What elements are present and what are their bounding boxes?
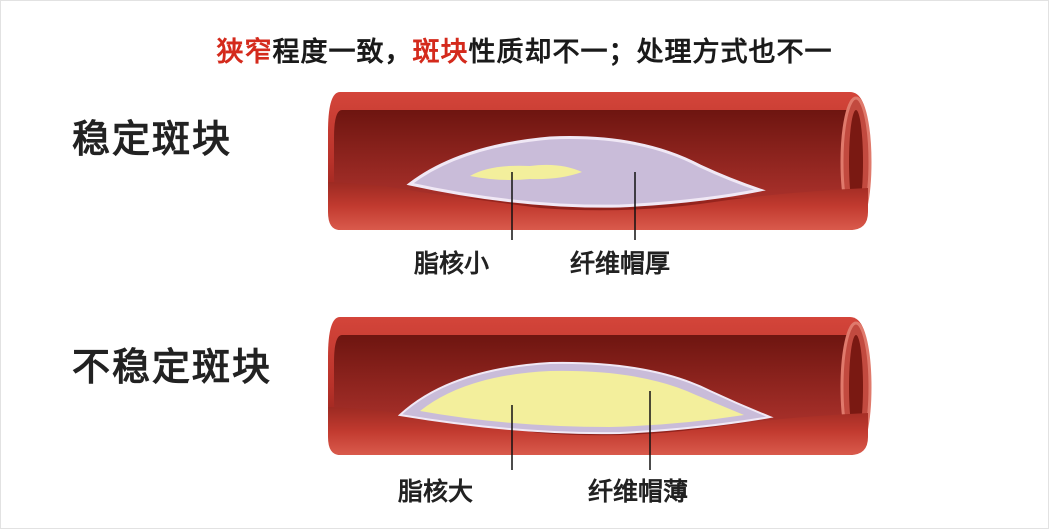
title-highlight-plaque: 斑块 [413, 37, 469, 68]
stable-plaque-label: 稳定斑块 [72, 108, 232, 163]
stable-cap-label: 纤维帽厚 [570, 244, 670, 280]
unstable-cap-label: 纤维帽薄 [588, 472, 688, 508]
diagram-title: 狭窄程度一致，斑块性质却不一；处理方式也不一 [0, 30, 1049, 69]
stable-core-label: 脂核小 [414, 244, 489, 280]
stable-vessel-illustration [320, 80, 880, 255]
title-highlight-narrowing: 狭窄 [217, 37, 273, 68]
title-text-1: 程度一致， [273, 37, 413, 68]
unstable-plaque-label: 不稳定斑块 [72, 336, 272, 391]
unstable-vessel-illustration [320, 305, 880, 480]
title-text-2: 性质却不一；处理方式也不一 [469, 37, 833, 68]
unstable-core-label: 脂核大 [398, 472, 473, 508]
